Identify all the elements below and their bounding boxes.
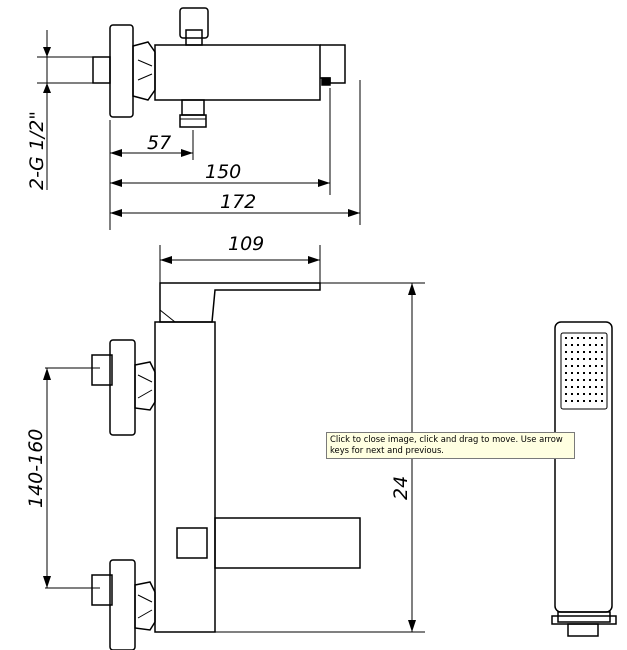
nozzle-dot: [595, 365, 597, 367]
nozzle-dot: [577, 344, 579, 346]
nozzle-dot: [571, 365, 573, 367]
dimension-height: 24: [390, 476, 412, 500]
nozzle-dot: [595, 400, 597, 402]
nozzle-dot: [583, 351, 585, 353]
top-view: [37, 7, 361, 230]
nozzle-dot: [565, 344, 567, 346]
hand-shower: [551, 321, 617, 637]
nozzle-dot: [577, 386, 579, 388]
dimension-140-160: 140-160: [25, 429, 47, 508]
nozzle-dot: [571, 386, 573, 388]
nozzle-dot: [583, 386, 585, 388]
nozzle-dot: [565, 386, 567, 388]
nozzle-dot: [589, 386, 591, 388]
nozzle-dot: [565, 365, 567, 367]
nozzle-dot: [577, 393, 579, 395]
nozzle-dot: [595, 344, 597, 346]
nozzle-dot: [565, 379, 567, 381]
nozzle-dot: [601, 372, 603, 374]
nozzle-dot: [583, 365, 585, 367]
nozzle-dot: [589, 337, 591, 339]
nozzle-dot: [565, 372, 567, 374]
nozzle-dot: [601, 393, 603, 395]
nozzle-dot: [601, 337, 603, 339]
nozzle-dot: [589, 358, 591, 360]
nozzle-dot: [595, 393, 597, 395]
nozzle-dot: [589, 400, 591, 402]
nozzle-dot: [565, 351, 567, 353]
nozzle-dot: [577, 365, 579, 367]
dimension-150: 150: [205, 161, 241, 183]
nozzle-dot: [601, 379, 603, 381]
image-tooltip[interactable]: Click to close image, click and drag to …: [326, 432, 575, 459]
dimension-172: 172: [220, 191, 256, 213]
nozzle-dot: [571, 372, 573, 374]
dimension-109: 109: [228, 233, 264, 255]
nozzle-dot: [595, 379, 597, 381]
nozzle-dot: [571, 358, 573, 360]
nozzle-dot: [589, 344, 591, 346]
nozzle-dot: [565, 358, 567, 360]
nozzle-dot: [601, 400, 603, 402]
nozzle-dot: [571, 351, 573, 353]
nozzle-dot: [571, 393, 573, 395]
nozzle-dot: [589, 393, 591, 395]
nozzle-dot: [565, 337, 567, 339]
nozzle-dot: [595, 386, 597, 388]
nozzle-dot: [583, 400, 585, 402]
nozzle-dot: [577, 351, 579, 353]
nozzle-dot: [577, 372, 579, 374]
thread-label: 2-G 1/2": [26, 111, 48, 190]
nozzle-dot: [595, 337, 597, 339]
nozzle-dot: [589, 372, 591, 374]
nozzle-dot: [595, 358, 597, 360]
nozzle-dot: [583, 372, 585, 374]
nozzle-dot: [601, 386, 603, 388]
nozzle-dot: [601, 351, 603, 353]
nozzle-dot: [601, 365, 603, 367]
nozzle-dot: [589, 379, 591, 381]
nozzle-dot: [583, 379, 585, 381]
nozzle-dot: [589, 365, 591, 367]
nozzle-dot: [577, 379, 579, 381]
nozzle-dot: [595, 351, 597, 353]
nozzle-dot: [577, 337, 579, 339]
nozzle-dot: [589, 351, 591, 353]
nozzle-dot: [595, 372, 597, 374]
nozzle-dot: [583, 337, 585, 339]
nozzle-dot: [565, 393, 567, 395]
nozzle-dot: [577, 358, 579, 360]
nozzle-dot: [571, 344, 573, 346]
nozzle-dot: [583, 393, 585, 395]
nozzle-dot: [571, 400, 573, 402]
nozzle-dot: [601, 344, 603, 346]
nozzle-dot: [565, 400, 567, 402]
front-view: [43, 245, 425, 650]
nozzle-dot: [583, 358, 585, 360]
dimension-57: 57: [147, 132, 171, 154]
nozzle-dot: [601, 358, 603, 360]
nozzle-dot: [583, 344, 585, 346]
nozzle-dot: [577, 400, 579, 402]
nozzle-dot: [571, 379, 573, 381]
nozzle-dot: [571, 337, 573, 339]
